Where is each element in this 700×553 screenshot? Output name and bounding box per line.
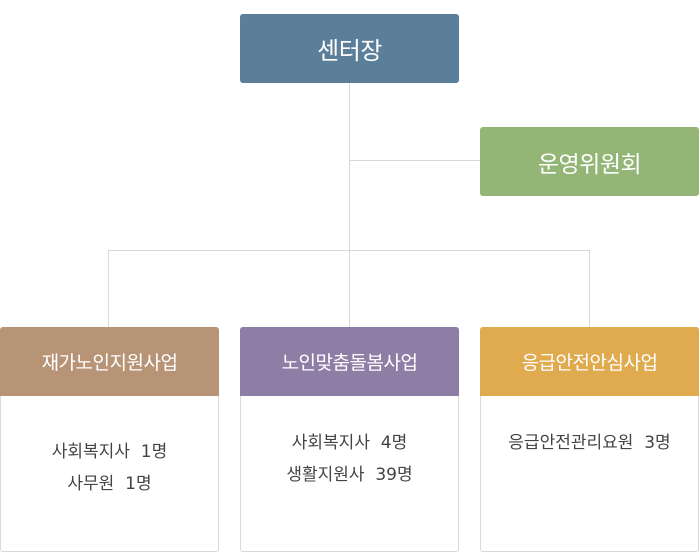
connector-drop-right	[589, 250, 590, 327]
department-title: 재가노인지원사업	[41, 352, 178, 374]
staff-item: 생활지원사 39명	[286, 465, 413, 485]
staff-list: 사회복지사 1명 사무원 1명	[1, 396, 218, 500]
staff-item: 사회복지사 1명	[51, 442, 168, 462]
connector-committee	[349, 160, 480, 161]
center-director-box: 센터장	[240, 14, 459, 83]
department-header: 응급안전안심사업	[480, 327, 699, 396]
staff-item: 응급안전관리요원 3명	[508, 433, 671, 453]
staff-list: 사회복지사 4명 생활지원사 39명	[241, 396, 458, 491]
steering-committee-box: 운영위원회	[480, 127, 699, 196]
department-header: 노인맞춤돌봄사업	[240, 327, 459, 396]
staff-item: 사무원 1명	[67, 474, 152, 494]
connector-drop-left	[108, 250, 109, 327]
connector-horizontal-departments	[108, 250, 590, 251]
connector-vertical-main	[349, 83, 350, 327]
staff-item: 사회복지사 4명	[291, 433, 408, 453]
steering-committee-label: 운영위원회	[537, 151, 642, 178]
center-director-label: 센터장	[317, 37, 382, 65]
department-title: 노인맞춤돌봄사업	[281, 352, 418, 374]
department-emergency-safety: 응급안전안심사업 응급안전관리요원 3명	[480, 327, 699, 552]
department-header: 재가노인지원사업	[0, 327, 219, 396]
department-customized-care: 노인맞춤돌봄사업 사회복지사 4명 생활지원사 39명	[240, 327, 459, 552]
staff-list: 응급안전관리요원 3명	[481, 396, 698, 459]
department-home-care: 재가노인지원사업 사회복지사 1명 사무원 1명	[0, 327, 219, 552]
department-title: 응급안전안심사업	[521, 352, 658, 374]
